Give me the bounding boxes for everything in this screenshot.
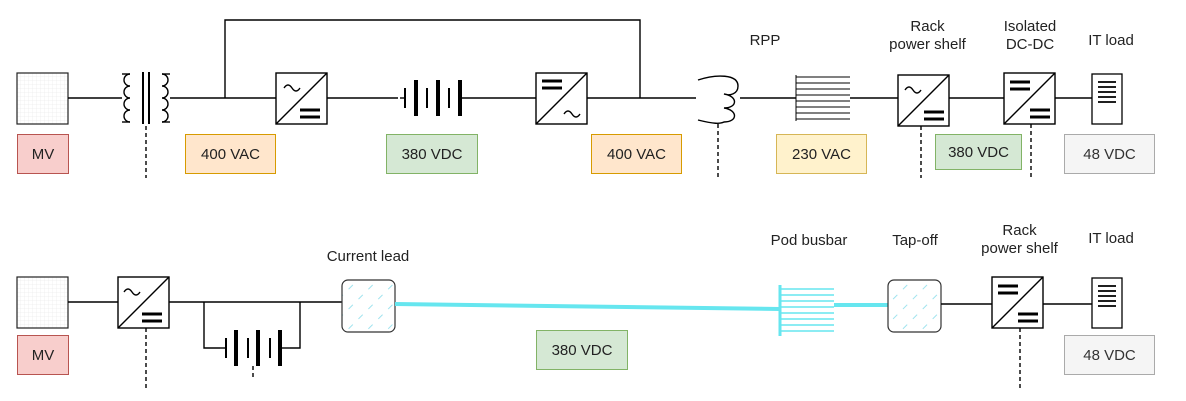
voltage-badge-380vdc-1: 380 VDC <box>386 134 478 174</box>
voltage-badge-380vdc-bottom: 380 VDC <box>536 330 628 370</box>
pod-busbar-icon <box>778 285 834 336</box>
rectifier-icon-2 <box>117 276 170 388</box>
it-load-server-icon-2 <box>1091 277 1123 329</box>
mv-badge: MV <box>17 134 69 174</box>
it-load-label: IT load <box>1088 32 1134 49</box>
mv-badge-2: MV <box>17 335 69 375</box>
current-lead-icon <box>341 279 396 333</box>
top-row-circuit <box>16 19 1123 178</box>
voltage-badge-48vdc-bottom: 48 VDC <box>1064 335 1155 375</box>
rectifier-icon <box>275 72 328 125</box>
isolated-dcdc-label: Isolated DC-DC <box>1003 18 1057 53</box>
rpp-label: RPP <box>749 32 781 49</box>
current-lead-label: Current lead <box>326 248 410 265</box>
tap-off-icon <box>887 279 942 333</box>
battery-icon <box>400 80 462 116</box>
battery-icon-2 <box>220 330 290 378</box>
dc-busbar-cable <box>394 302 781 311</box>
voltage-badge-400vac-2: 400 VAC <box>591 134 682 174</box>
rack-power-shelf-label: Rack power shelf <box>889 18 966 53</box>
rack-power-shelf-icon-2 <box>991 276 1044 388</box>
it-load-server-icon <box>1091 73 1123 125</box>
voltage-badge-380vdc-2: 380 VDC <box>935 134 1022 170</box>
tap-off-label: Tap-off <box>892 232 938 249</box>
rack-power-shelf-label-2: Rack power shelf <box>981 222 1058 257</box>
mv-grid-source-icon-2 <box>16 276 69 329</box>
bypass-line <box>224 19 641 98</box>
rack-power-shelf-icon <box>897 74 950 178</box>
it-load-label-2: IT load <box>1088 230 1134 247</box>
rpp-panel-icon <box>795 75 850 121</box>
pod-busbar-label: Pod busbar <box>770 232 848 249</box>
transformer-icon <box>122 72 170 178</box>
inverter-icon <box>535 72 588 125</box>
bottom-row-circuit <box>16 276 1123 388</box>
mv-grid-source-icon <box>16 72 69 125</box>
rpp-transformer-icon <box>697 75 739 178</box>
voltage-badge-230vac: 230 VAC <box>776 134 867 174</box>
voltage-badge-48vdc: 48 VDC <box>1064 134 1155 174</box>
voltage-badge-400vac-1: 400 VAC <box>185 134 276 174</box>
isolated-dcdc-icon <box>1003 72 1056 178</box>
